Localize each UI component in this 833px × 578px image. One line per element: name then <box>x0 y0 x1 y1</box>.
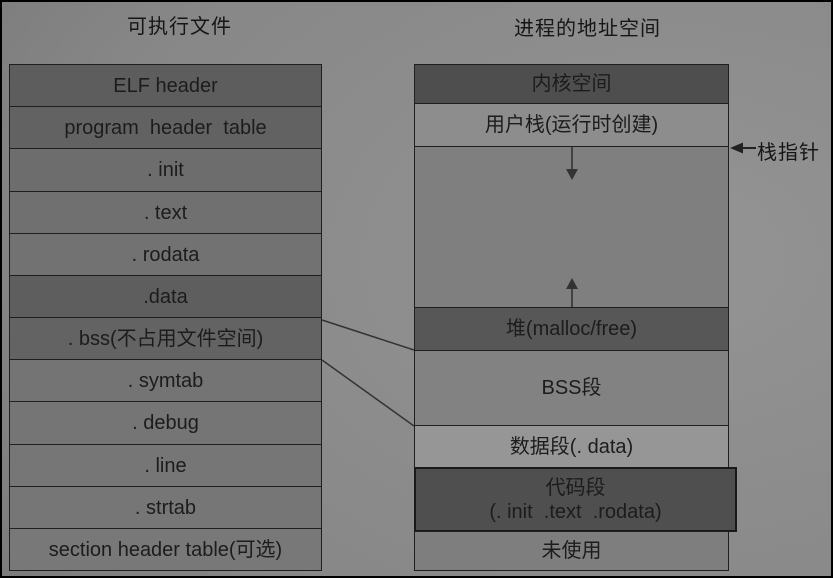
memory-segment: 数据段(. data) <box>414 425 729 468</box>
memory-segment-label: 内核空间 <box>531 73 612 95</box>
memory-segment: BSS段 <box>414 350 729 426</box>
memory-segment-label: 数据段(. data) <box>509 435 634 458</box>
file-section-label: ELF header <box>113 74 218 97</box>
file-section-row: ELF header <box>9 64 322 107</box>
file-section-label: .data <box>143 285 188 308</box>
memory-segment: 内核空间 <box>414 64 729 104</box>
memory-segment: 代码段(. init .text .rodata) <box>414 467 737 532</box>
file-section-row: . text <box>9 191 322 234</box>
memory-segment-label: 代码段 <box>545 476 606 499</box>
memory-segment <box>414 146 729 308</box>
file-section-row: . symtab <box>9 359 322 402</box>
file-section-row: section header table(可选) <box>9 528 322 571</box>
file-section-label: . line <box>144 454 187 477</box>
memory-segment: 堆(malloc/free) <box>414 307 729 351</box>
stack-pointer-label: 栈指针 <box>757 142 820 164</box>
file-section-row: . debug <box>9 401 322 445</box>
file-section-row: program header table <box>9 106 322 149</box>
memory-segment-sublabel: (. init .text .rodata) <box>489 500 662 523</box>
file-section-row: . bss(不占用文件空间) <box>9 317 322 360</box>
file-section-label: . rodata <box>131 243 200 266</box>
memory-segment-label: 未使用 <box>541 540 602 562</box>
memory-segment: 用户栈(运行时创建) <box>414 103 729 147</box>
file-section-row: . rodata <box>9 233 322 276</box>
memory-segment-label: BSS段 <box>541 377 602 399</box>
bss-mapping-line-top <box>321 319 415 351</box>
stack-pointer-arrow <box>730 142 756 154</box>
file-section-label: . strtab <box>134 496 197 519</box>
address-space-title: 进程的地址空间 <box>514 18 661 40</box>
file-section-label: program header table <box>64 116 267 139</box>
file-section-row: . strtab <box>9 486 322 529</box>
file-section-label: section header table(可选) <box>48 538 283 561</box>
bss-mapping-line-bottom <box>321 359 415 427</box>
file-section-label: . symtab <box>127 369 204 392</box>
memory-segment-label: 用户栈(运行时创建) <box>484 114 659 136</box>
file-section-label: . debug <box>132 412 199 434</box>
file-section-label: . init <box>147 159 184 181</box>
executable-file-title: 可执行文件 <box>127 16 232 38</box>
memory-segment-label: 堆(malloc/free) <box>505 318 638 340</box>
memory-segment: 未使用 <box>414 531 729 571</box>
file-section-row: . line <box>9 444 322 487</box>
file-section-row: .data <box>9 275 322 318</box>
file-section-label: . bss(不占用文件空间) <box>67 327 264 350</box>
file-section-row: . init <box>9 148 322 192</box>
file-section-label: . text <box>143 201 188 224</box>
